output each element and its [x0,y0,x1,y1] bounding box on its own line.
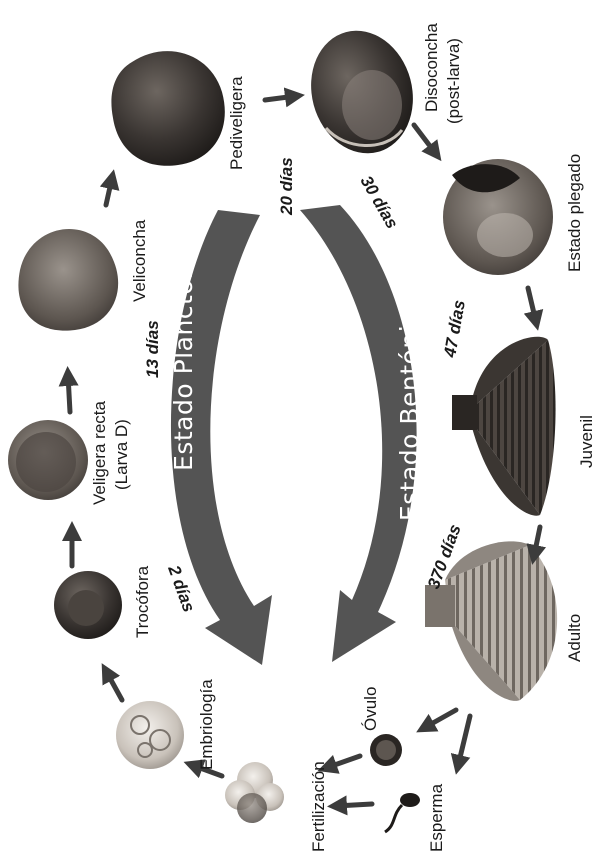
veliconcha-label: Veliconcha [130,219,149,302]
disoconcha-label-line1: Disoconcha [422,23,441,112]
pediveligera-label: Pediveligera [227,76,246,170]
embriologia-label: Embriología [197,679,216,770]
arrow-veligera-to-veliconcha [68,375,70,412]
estado-plegado-image [443,159,553,275]
veligera-recta-label-line1: Veligera recta [90,401,109,505]
arrow-pediveligera-to-disoconcha [265,96,296,100]
arrow-juvenil-to-adulto [534,527,540,556]
fertilizacion-image [225,762,284,823]
esperma-image [385,793,420,832]
juvenil-image [452,337,556,516]
esperma-label: Esperma [427,783,446,852]
duration-30-days: 30 días [357,173,402,232]
duration-47-days: 47 días [440,299,469,360]
trocofora-image [54,571,122,639]
fertilizacion-label: Fertilización [309,761,328,852]
arrow-embriologia-to-trocofora [106,671,122,700]
arrow-adulto-to-ovulo [424,710,456,728]
disoconcha-label-line2: (post-larva) [444,38,463,124]
arrow-disoconcha-to-plegado [414,125,436,154]
ovulo-label: Óvulo [361,687,380,731]
veligera-recta-image [8,420,88,500]
juvenil-label: Juvenil [577,415,596,468]
pediveligera-image [111,51,224,166]
arrow-plegado-to-juvenil [528,288,536,322]
disoconcha-image [298,19,427,165]
ovulo-image [370,734,402,766]
embriologia-image [116,701,184,769]
arrow-esperma-to-fertilizacion [336,804,372,806]
arrow-adulto-to-esperma [458,716,470,766]
veligera-recta-label-line2: (Larva D) [112,419,131,490]
estado-plegado-label: Estado plegado [565,154,584,272]
arrow-ovulo-to-fertilizacion [326,756,360,768]
arrow-veliconcha-to-pediveligera [106,178,112,205]
duration-13-days: 13 días [143,320,162,378]
benthic-band-label: Estado Bentónico [395,295,424,521]
trocofora-label: Trocófora [133,565,152,638]
duration-20-days: 20 días [277,157,296,216]
duration-2-days: 2 días [164,562,199,615]
planktonic-band-label: Estado Planctónico [169,225,198,471]
adulto-label: Adulto [565,614,584,662]
veliconcha-image [18,229,118,331]
